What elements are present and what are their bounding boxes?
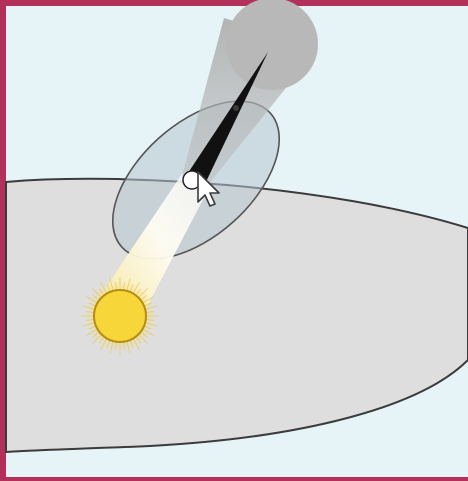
penumbra-cap bbox=[226, 0, 318, 90]
shadow-marker bbox=[233, 105, 239, 111]
sun bbox=[94, 290, 146, 342]
